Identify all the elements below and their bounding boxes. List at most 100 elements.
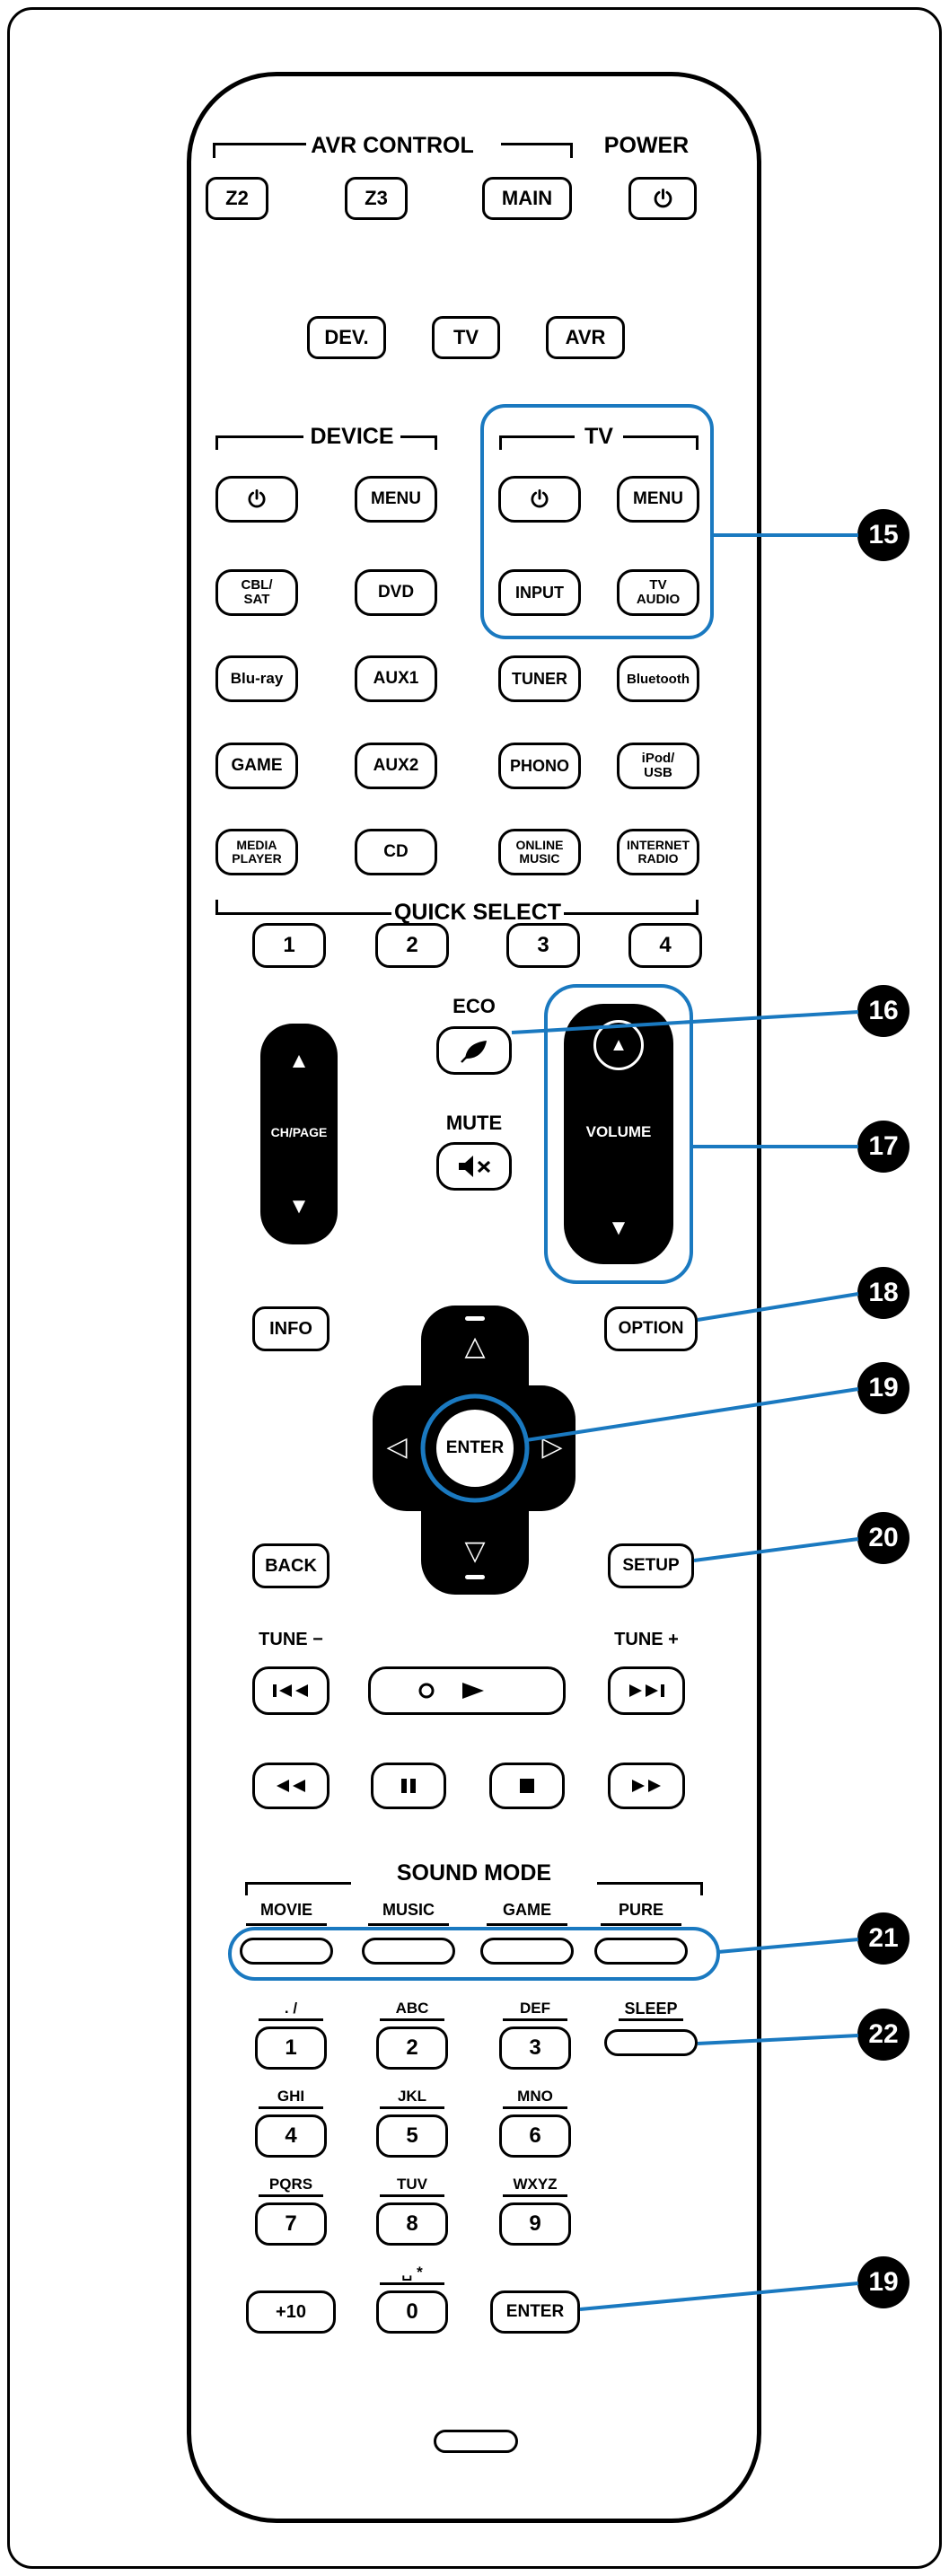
digit-2-button[interactable]: 2 <box>376 2027 448 2070</box>
skip-forward-button[interactable] <box>608 1666 685 1715</box>
phono-button[interactable]: PHONO <box>498 743 581 789</box>
stop-button[interactable] <box>489 1763 565 1809</box>
avr-power-button[interactable] <box>628 177 697 220</box>
aux1-button[interactable]: AUX1 <box>355 655 437 702</box>
movie-label: MOVIE <box>259 1901 313 1919</box>
cursor-pad-top-mark <box>465 1316 485 1321</box>
cursor-right-icon[interactable]: ▷ <box>541 1432 563 1462</box>
cbl-sat-button[interactable]: CBL/ SAT <box>215 569 298 616</box>
info-button[interactable]: INFO <box>252 1306 330 1351</box>
device-hook-right <box>435 435 437 450</box>
volume-rocker[interactable]: ▲ VOLUME ▼ <box>564 1004 673 1264</box>
channel-page-rocker[interactable]: ▲ CH/PAGE ▼ <box>260 1024 338 1244</box>
device-menu-button[interactable]: MENU <box>355 476 437 523</box>
fast-forward-button[interactable] <box>608 1763 685 1809</box>
play-button[interactable] <box>368 1666 566 1715</box>
sleep-underline <box>619 2018 683 2021</box>
keypad-enter-button[interactable]: ENTER <box>490 2290 580 2334</box>
aux2-button[interactable]: AUX2 <box>355 743 437 789</box>
device-power-button[interactable] <box>215 476 298 523</box>
digit-9-button[interactable]: 9 <box>499 2202 571 2246</box>
tv-input-button[interactable]: INPUT <box>498 569 581 616</box>
avr-control-label: AVR CONTROL <box>311 133 474 158</box>
figure-border <box>7 7 942 2569</box>
digit-7-button[interactable]: 7 <box>255 2202 327 2246</box>
dvd-button[interactable]: DVD <box>355 569 437 616</box>
channel-down-icon[interactable]: ▼ <box>288 1194 310 1218</box>
internet-radio-button[interactable]: INTERNET RADIO <box>617 829 699 875</box>
key6-letters-label: MNO <box>517 2088 553 2105</box>
digit-0-button[interactable]: 0 <box>376 2290 448 2334</box>
power-icon <box>651 187 675 211</box>
eco-button[interactable] <box>436 1026 512 1075</box>
callout-15: 15 <box>857 509 909 561</box>
skip-back-button[interactable] <box>252 1666 330 1715</box>
main-zone-button[interactable]: MAIN <box>482 177 572 220</box>
callout-19-top: 19 <box>857 1362 909 1414</box>
tv-menu-button[interactable]: MENU <box>617 476 699 523</box>
tv-audio-button[interactable]: TV AUDIO <box>617 569 699 616</box>
digit-1-button[interactable]: 1 <box>255 2027 327 2070</box>
quick-select-3-button[interactable]: 3 <box>506 923 580 968</box>
cursor-left-icon[interactable]: ◁ <box>386 1432 408 1462</box>
avr-control-hook-left <box>213 143 215 158</box>
tv-mode-button[interactable]: TV <box>432 316 500 359</box>
media-player-button[interactable]: MEDIA PLAYER <box>215 829 298 875</box>
pause-button[interactable] <box>371 1763 446 1809</box>
enter-button[interactable]: ENTER <box>434 1407 516 1490</box>
key1-underline <box>259 2018 323 2021</box>
music-button[interactable] <box>362 1938 455 1965</box>
callout-16: 16 <box>857 985 909 1037</box>
plus10-button[interactable]: +10 <box>246 2290 336 2334</box>
cursor-down-icon[interactable]: ▽ <box>464 1536 486 1566</box>
quick-select-line-left <box>215 912 391 915</box>
key2-underline <box>380 2018 444 2021</box>
digit-4-button[interactable]: 4 <box>255 2114 327 2158</box>
back-button[interactable]: BACK <box>252 1543 330 1588</box>
quick-select-1-button[interactable]: 1 <box>252 923 326 968</box>
key5-letters-label: JKL <box>397 2088 427 2105</box>
dev-mode-button[interactable]: DEV. <box>307 316 386 359</box>
rewind-button[interactable] <box>252 1763 330 1809</box>
digit-6-button[interactable]: 6 <box>499 2114 571 2158</box>
avr-control-line-left <box>213 143 306 145</box>
volume-up-icon[interactable]: ▲ <box>593 1020 644 1070</box>
blu-ray-button[interactable]: Blu-ray <box>215 655 298 702</box>
game-button[interactable]: GAME <box>215 743 298 789</box>
sleep-label: SLEEP <box>624 2000 678 2018</box>
cursor-up-icon[interactable]: △ <box>464 1332 486 1361</box>
cd-button[interactable]: CD <box>355 829 437 875</box>
quick-select-4-button[interactable]: 4 <box>628 923 702 968</box>
online-music-button[interactable]: ONLINE MUSIC <box>498 829 581 875</box>
play-icon <box>400 1681 534 1701</box>
game-mode-button[interactable] <box>480 1938 574 1965</box>
tv-power-button[interactable] <box>498 476 581 523</box>
zone2-button[interactable]: Z2 <box>206 177 268 220</box>
volume-down-icon[interactable]: ▼ <box>608 1216 629 1240</box>
key8-underline <box>380 2194 444 2197</box>
pure-button[interactable] <box>594 1938 688 1965</box>
ipod-usb-button[interactable]: iPod/ USB <box>617 743 699 789</box>
avr-mode-button[interactable]: AVR <box>546 316 625 359</box>
power-icon <box>528 488 551 511</box>
movie-button[interactable] <box>240 1938 333 1965</box>
sleep-button[interactable] <box>604 2029 698 2056</box>
pause-icon <box>400 1777 417 1795</box>
device-line-left <box>215 435 303 438</box>
mute-button[interactable] <box>436 1142 512 1191</box>
digit-8-button[interactable]: 8 <box>376 2202 448 2246</box>
digit-3-button[interactable]: 3 <box>499 2027 571 2070</box>
quick-select-label: QUICK SELECT <box>393 900 562 925</box>
bluetooth-button[interactable]: Bluetooth <box>617 655 699 702</box>
quick-select-2-button[interactable]: 2 <box>375 923 449 968</box>
tuner-button[interactable]: TUNER <box>498 655 581 702</box>
callout-17: 17 <box>857 1121 909 1173</box>
channel-up-icon[interactable]: ▲ <box>288 1049 310 1073</box>
digit-5-button[interactable]: 5 <box>376 2114 448 2158</box>
option-button[interactable]: OPTION <box>604 1306 698 1351</box>
sound-mode-line-right <box>597 1882 703 1885</box>
zone3-button[interactable]: Z3 <box>345 177 408 220</box>
key1-letters-label: . / <box>284 2000 298 2017</box>
callout-18: 18 <box>857 1267 909 1319</box>
setup-button[interactable]: SETUP <box>608 1543 694 1588</box>
